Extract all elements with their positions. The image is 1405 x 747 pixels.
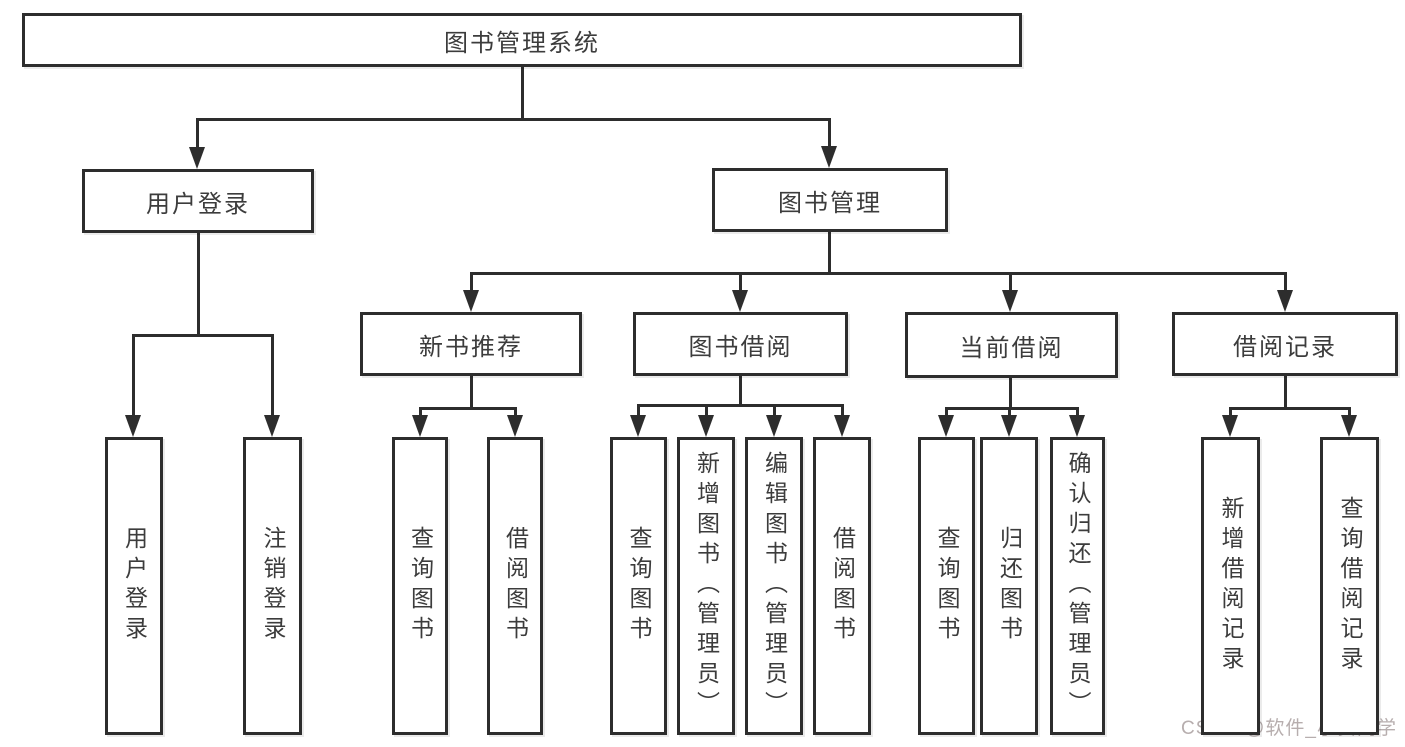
node-leaf-borrow-books-1: 借阅图书 (487, 437, 543, 735)
node-leaf-confirm-return-admin: 确认归还（管理员） (1050, 437, 1105, 735)
node-label: 查询图书 (407, 526, 434, 646)
node-book-management: 图书管理 (712, 168, 948, 232)
arrowhead-down-icon (1069, 415, 1085, 437)
node-label: 新增借阅记录 (1218, 496, 1244, 676)
node-label: 注销登录 (260, 526, 286, 646)
arrowhead-down-icon (698, 415, 714, 437)
arrow-shaft (195, 119, 199, 151)
arrowhead-down-icon (125, 415, 141, 437)
connector-vertical-line (1283, 376, 1287, 410)
connector-horizontal-line (131, 333, 274, 337)
node-root: 图书管理系统 (22, 13, 1022, 67)
arrowhead-down-icon (1222, 415, 1238, 437)
arrowhead-down-icon (1002, 290, 1018, 312)
node-leaf-add-books-admin: 新增图书（管理员） (677, 437, 735, 735)
node-label: 图书借阅 (688, 333, 793, 361)
node-leaf-query-books-3: 查询图书 (918, 437, 975, 735)
node-label: 用户登录 (146, 190, 250, 218)
node-label: 图书管理系统 (444, 29, 600, 57)
arrow-shaft (469, 273, 473, 294)
connector-vertical-line (738, 376, 742, 407)
arrow-shaft (840, 405, 844, 419)
arrowhead-down-icon (1001, 415, 1017, 437)
connector-vertical-line (1008, 378, 1012, 410)
node-borrowing-records: 借阅记录 (1172, 312, 1398, 376)
connector-horizontal-line (469, 271, 1287, 275)
arrowhead-down-icon (463, 290, 479, 312)
arrow-shaft (704, 405, 708, 419)
connector-vertical-line (469, 376, 473, 410)
arrow-shaft (418, 408, 422, 419)
node-label: 查询借阅记录 (1337, 496, 1363, 676)
arrow-shaft (636, 405, 640, 419)
node-book-borrowing: 图书借阅 (633, 312, 848, 376)
arrowhead-down-icon (1341, 415, 1357, 437)
node-current-borrowing: 当前借阅 (905, 312, 1118, 378)
arrowhead-down-icon (732, 290, 748, 312)
node-leaf-query-books-2: 查询图书 (610, 437, 667, 735)
arrowhead-down-icon (189, 147, 205, 169)
arrow-shaft (131, 335, 135, 419)
node-label: 借阅记录 (1233, 333, 1337, 361)
node-label: 当前借阅 (959, 334, 1064, 362)
connector-vertical-line (827, 232, 831, 275)
node-leaf-edit-books-admin: 编辑图书（管理员） (745, 437, 803, 735)
node-label: 用户登录 (121, 526, 148, 646)
node-label: 归还图书 (996, 526, 1023, 646)
node-user-login: 用户登录 (82, 169, 314, 233)
arrow-shaft (1007, 408, 1011, 419)
node-label: 确认归还（管理员） (1065, 451, 1091, 721)
node-label: 编辑图书（管理员） (761, 451, 788, 721)
arrowhead-down-icon (630, 415, 646, 437)
connector-vertical-line (196, 233, 200, 337)
arrow-shaft (1008, 273, 1012, 294)
node-label: 新书推荐 (419, 333, 523, 361)
node-leaf-add-borrow-record: 新增借阅记录 (1201, 437, 1260, 735)
arrow-shaft (1075, 408, 1079, 419)
node-label: 新增图书（管理员） (693, 451, 720, 721)
arrowhead-down-icon (821, 146, 837, 168)
arrowhead-down-icon (507, 415, 523, 437)
arrow-shaft (1283, 273, 1287, 294)
node-label: 图书管理 (778, 189, 882, 217)
connector-horizontal-line (195, 117, 831, 121)
node-leaf-return-books: 归还图书 (980, 437, 1038, 735)
node-label: 借阅图书 (829, 526, 856, 646)
arrow-shaft (944, 408, 948, 419)
connector-horizontal-line (1228, 406, 1351, 410)
connector-horizontal-line (636, 403, 844, 407)
node-leaf-borrow-books-2: 借阅图书 (813, 437, 871, 735)
node-label: 查询图书 (934, 526, 960, 646)
arrowhead-down-icon (834, 415, 850, 437)
node-leaf-logout: 注销登录 (243, 437, 302, 735)
arrow-shaft (827, 119, 831, 150)
arrow-shaft (738, 273, 742, 294)
node-leaf-query-books-1: 查询图书 (392, 437, 448, 735)
arrow-shaft (1347, 408, 1351, 419)
node-new-book-recommend: 新书推荐 (360, 312, 582, 376)
arrow-shaft (1228, 408, 1232, 419)
node-label: 查询图书 (626, 526, 652, 646)
arrow-shaft (513, 408, 517, 419)
node-leaf-query-borrow-record: 查询借阅记录 (1320, 437, 1379, 735)
connector-horizontal-line (944, 406, 1079, 410)
arrow-shaft (772, 405, 776, 419)
node-label: 借阅图书 (502, 526, 529, 646)
arrowhead-down-icon (1277, 290, 1293, 312)
arrowhead-down-icon (412, 415, 428, 437)
arrow-shaft (270, 335, 274, 419)
arrowhead-down-icon (264, 415, 280, 437)
connector-horizontal-line (418, 406, 517, 410)
arrowhead-down-icon (766, 415, 782, 437)
arrowhead-down-icon (938, 415, 954, 437)
node-leaf-user-login: 用户登录 (105, 437, 163, 735)
connector-vertical-line (520, 67, 524, 121)
